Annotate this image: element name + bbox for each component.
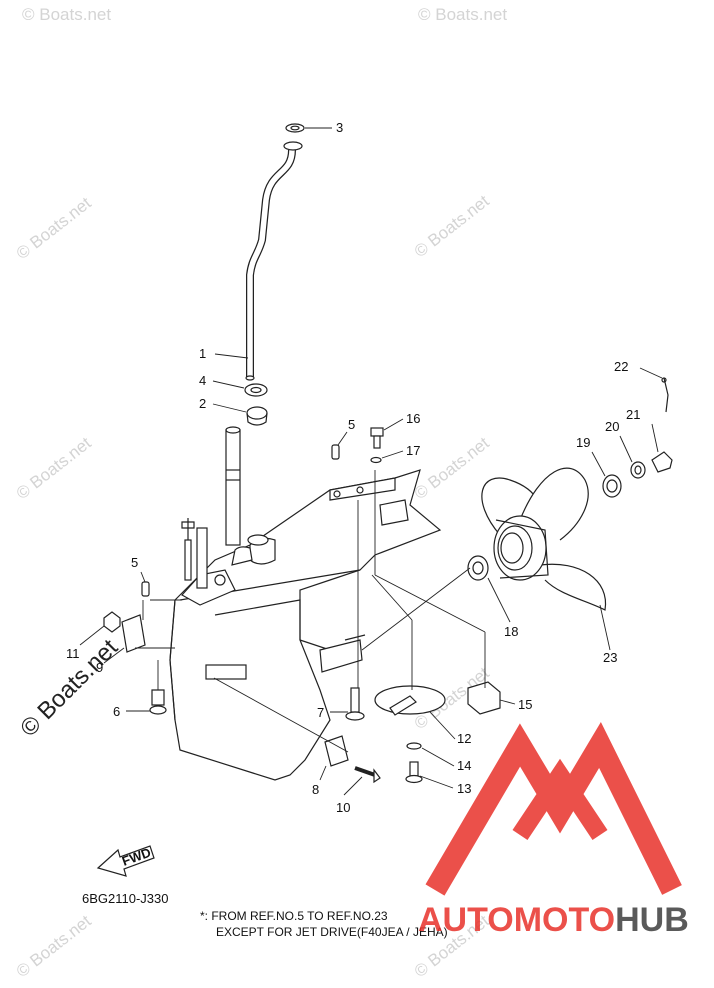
bolt xyxy=(350,687,360,713)
lower-case-housing xyxy=(169,469,442,781)
callout-17: 17 xyxy=(406,443,420,458)
shift-rod xyxy=(181,518,226,589)
diagram-code: 6BG2110-J330 xyxy=(82,891,169,906)
propeller xyxy=(481,467,607,611)
callout-14: 14 xyxy=(457,758,471,773)
reference-lines xyxy=(135,470,486,753)
cotter-pin xyxy=(663,377,669,413)
callout-numbers: 1 2 3 4 5 5 6 7 8 9 10 11 12 13 14 15 16… xyxy=(66,120,640,815)
washer-17 xyxy=(370,456,382,464)
callout-2: 2 xyxy=(199,396,206,411)
callout-9: 9 xyxy=(96,660,103,675)
brand-hub: HUB xyxy=(615,901,689,939)
callout-10: 10 xyxy=(336,800,350,815)
callout-8: 8 xyxy=(312,782,319,797)
grommet xyxy=(285,123,305,133)
callout-1: 1 xyxy=(199,346,206,361)
watermark: © Boats.net xyxy=(13,193,95,263)
watermark: © Boats.net xyxy=(418,5,507,24)
watermark: © Boats.net xyxy=(411,433,493,503)
bolt xyxy=(151,689,165,706)
callout-15: 15 xyxy=(518,697,532,712)
callout-18: 18 xyxy=(504,624,518,639)
bolt-head xyxy=(370,427,384,437)
brand-wordmark: AUTOMOTOHUB xyxy=(418,901,689,940)
dowel-pin xyxy=(331,444,340,460)
callout-4: 4 xyxy=(199,373,206,388)
callout-12: 12 xyxy=(457,731,471,746)
callout-5b: 5 xyxy=(131,555,138,570)
footnote-line-2: EXCEPT FOR JET DRIVE(F40JEA / JEHA) xyxy=(216,925,448,939)
callout-20: 20 xyxy=(605,419,619,434)
callout-16: 16 xyxy=(406,411,420,426)
grommet-hole xyxy=(290,125,300,131)
callout-11: 11 xyxy=(66,646,80,661)
callout-6: 6 xyxy=(113,704,120,719)
callout-5: 5 xyxy=(348,417,355,432)
propeller-nut xyxy=(651,451,673,473)
seal xyxy=(244,383,268,397)
plate xyxy=(121,614,146,653)
bolt xyxy=(409,761,419,777)
watermarks: © Boats.net © Boats.net © Boats.net © Bo… xyxy=(13,5,508,981)
callout-13: 13 xyxy=(457,781,471,796)
watermark: © Boats.net xyxy=(13,911,95,981)
fwd-arrow xyxy=(96,845,155,877)
spacer xyxy=(467,555,489,581)
callout-22: 22 xyxy=(614,359,628,374)
watermark: © Boats.net xyxy=(13,433,95,503)
washer-14 xyxy=(406,742,422,750)
callout-23: 23 xyxy=(603,650,617,665)
line-art xyxy=(79,123,673,877)
screw xyxy=(354,766,376,777)
brand-auto: AUTO xyxy=(418,901,514,939)
washer-small xyxy=(630,461,646,479)
fwd-label: FWD xyxy=(120,845,153,869)
footnote-line-1: *: FROM REF.NO.5 TO REF.NO.23 xyxy=(200,909,388,923)
rubber-seal xyxy=(246,406,268,420)
dowel-pin xyxy=(141,581,150,597)
callout-leaders xyxy=(79,127,663,796)
brand-moto: MOTO xyxy=(513,901,616,939)
water-tube xyxy=(245,141,303,381)
callout-3: 3 xyxy=(336,120,343,135)
washer xyxy=(602,474,622,498)
callout-19: 19 xyxy=(576,435,590,450)
anode xyxy=(467,681,501,715)
watermark: © Boats.net xyxy=(22,5,111,24)
brand-logo-mark xyxy=(425,722,682,896)
callout-21: 21 xyxy=(626,407,640,422)
nut xyxy=(103,611,121,633)
drive-shaft xyxy=(225,426,241,546)
watermark: © Boats.net xyxy=(411,191,493,261)
plate xyxy=(324,735,349,767)
callout-7: 7 xyxy=(317,705,324,720)
